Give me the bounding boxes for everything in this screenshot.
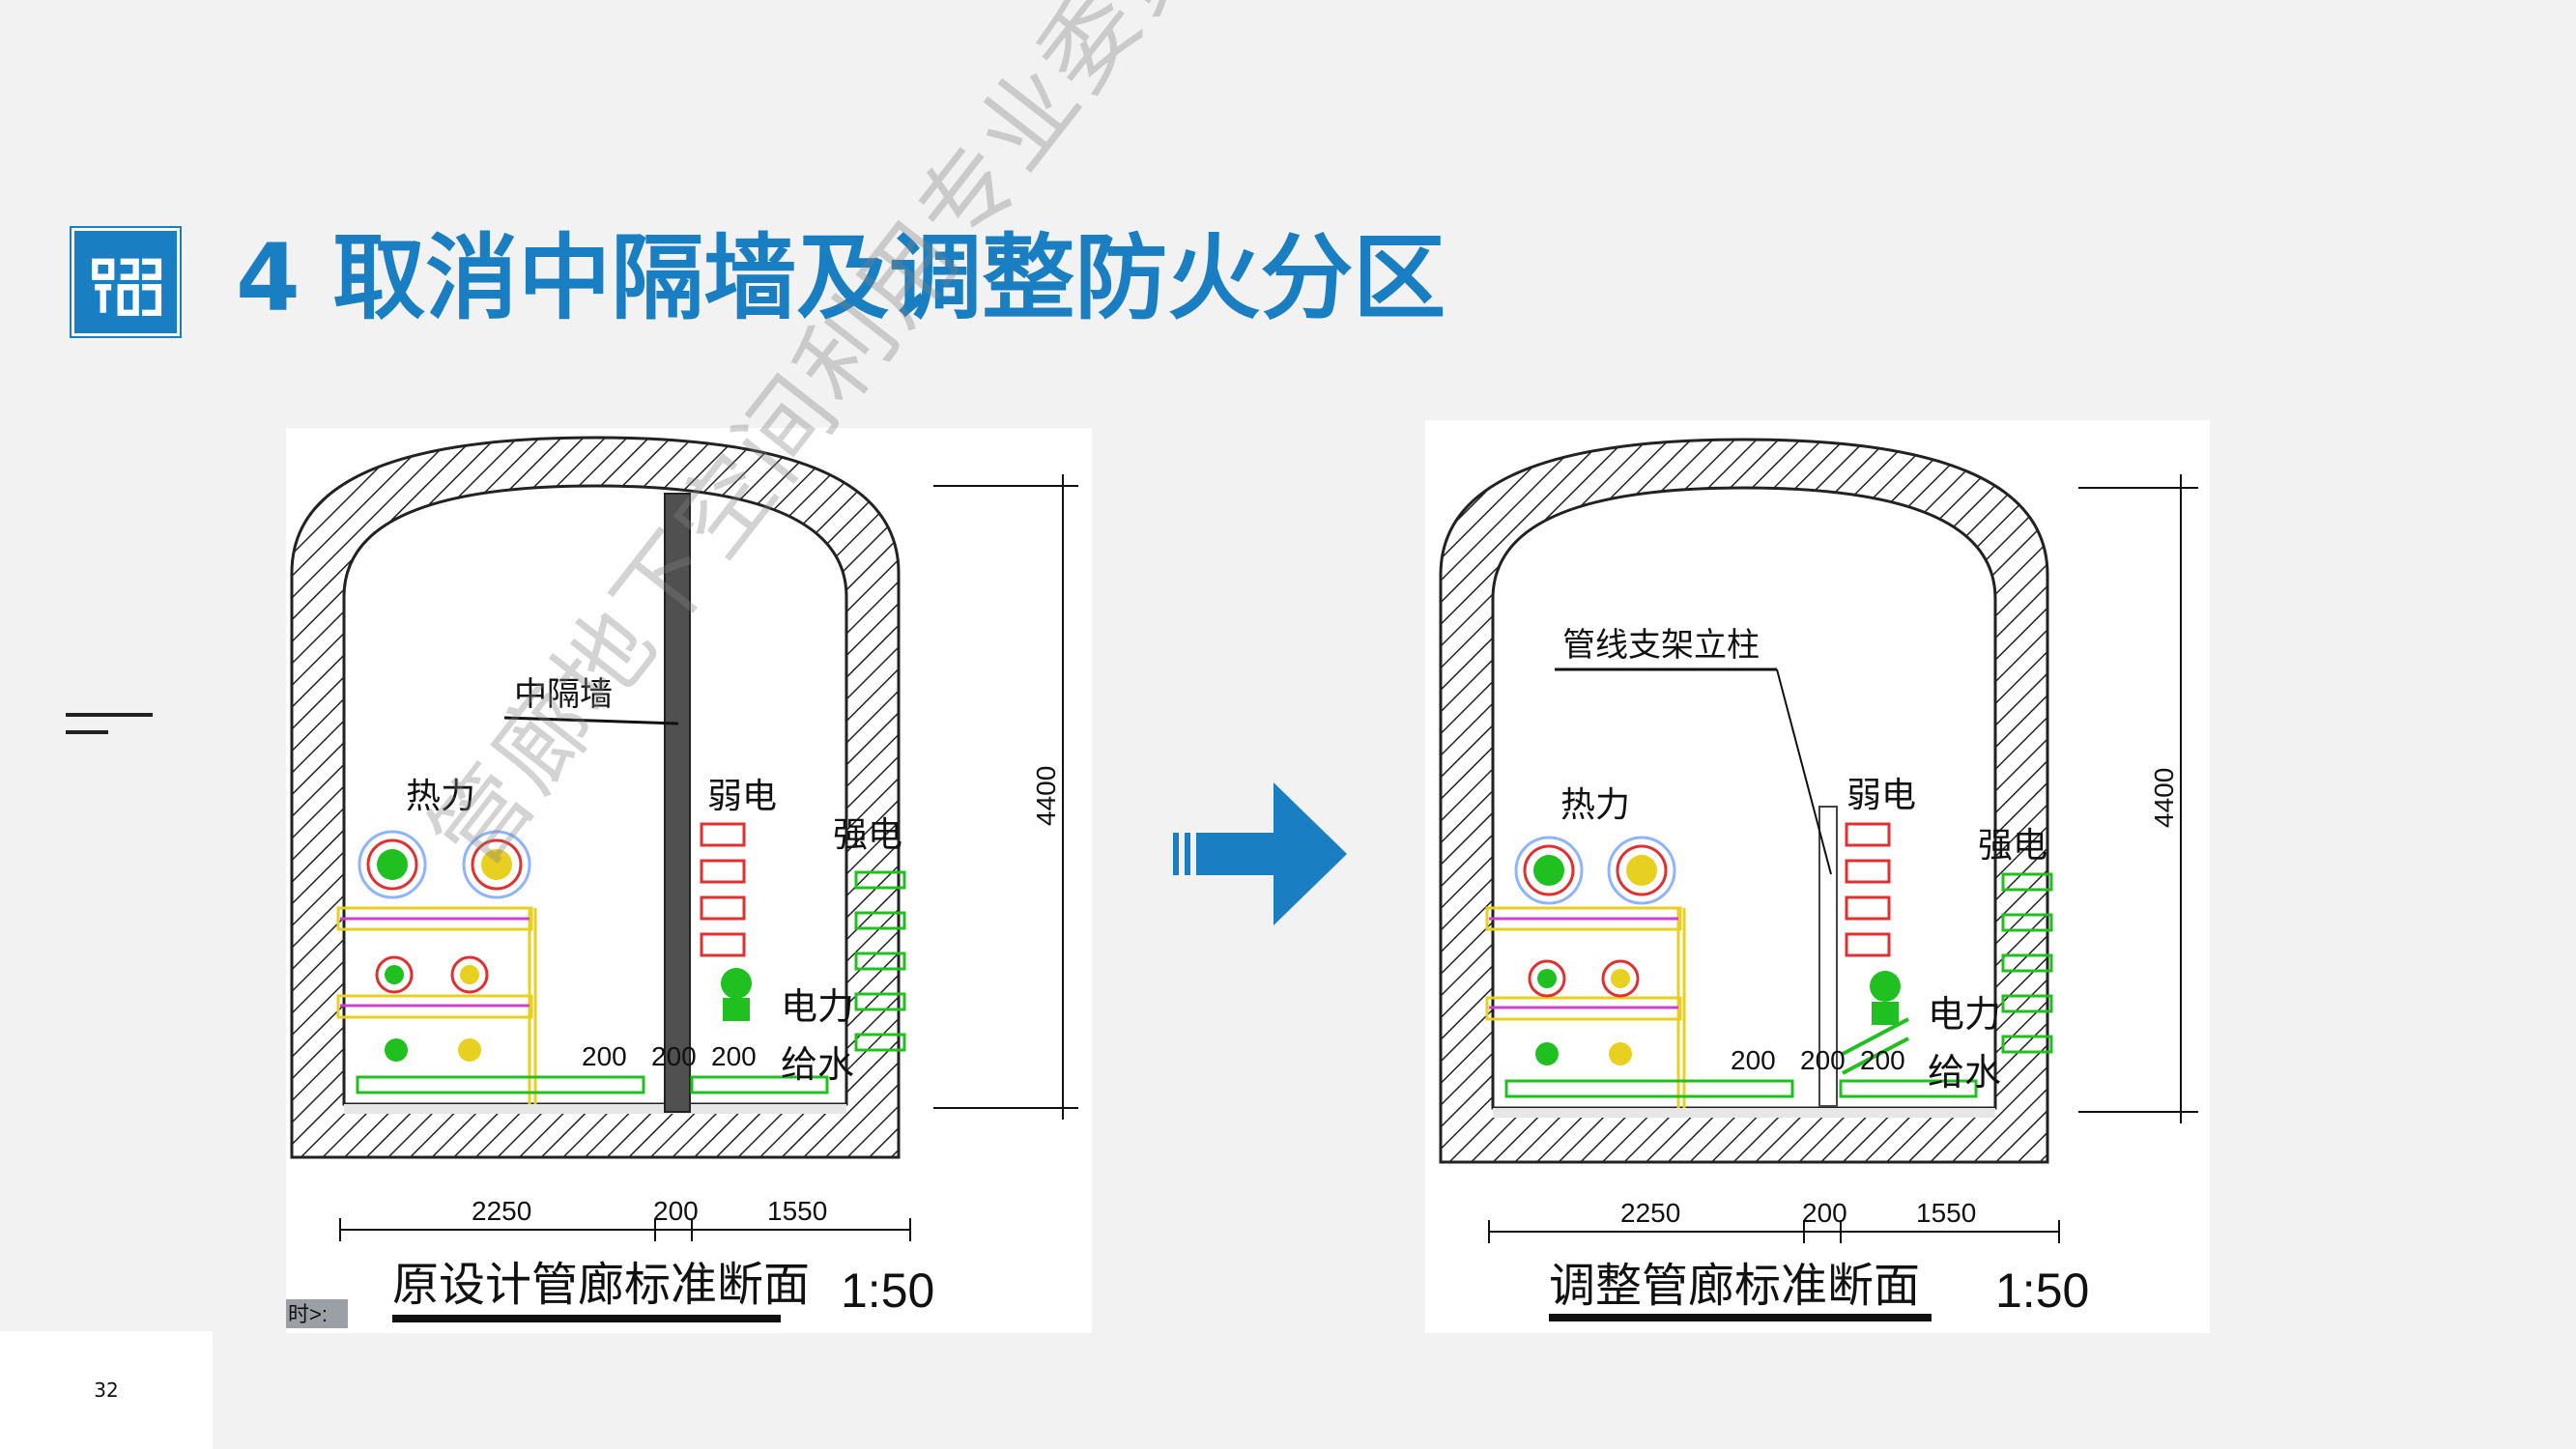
heat-label: 热力 xyxy=(406,777,475,816)
slide-title: 4 取消中隔墙及调整防火分区 xyxy=(236,224,1446,332)
svg-text:200: 200 xyxy=(711,1041,757,1071)
scale: 1:50 xyxy=(1995,1264,2089,1318)
water-label: 给水 xyxy=(781,1043,854,1086)
strong-power-label: 强电 xyxy=(833,815,902,855)
svg-text:200: 200 xyxy=(653,1196,699,1226)
arrow-right-icon xyxy=(1173,782,1347,925)
svg-text:200: 200 xyxy=(1800,1045,1846,1075)
power-label: 电力 xyxy=(781,985,854,1028)
company-logo xyxy=(72,228,180,336)
weak-power-trays xyxy=(700,822,746,957)
original-section-drawing: 中隔墙 热力 xyxy=(286,428,1092,1333)
svg-text:200: 200 xyxy=(651,1041,697,1071)
support-label: 管线支架立柱 xyxy=(1562,626,1760,665)
strong-power-label: 强电 xyxy=(1978,826,2047,866)
strong-power-trays xyxy=(2001,872,2053,1054)
svg-text:2250: 2250 xyxy=(472,1196,531,1226)
page-number: 32 xyxy=(94,1378,119,1402)
page-number-box: 32 xyxy=(0,1331,213,1449)
weak-power-label: 弱电 xyxy=(1846,776,1916,815)
decorative-dash xyxy=(66,713,153,717)
svg-text:2250: 2250 xyxy=(1620,1198,1680,1228)
svg-text:200: 200 xyxy=(1860,1045,1905,1075)
svg-text:1550: 1550 xyxy=(767,1196,827,1226)
strong-power-trays xyxy=(854,870,906,1052)
svg-text:1550: 1550 xyxy=(1916,1198,1976,1228)
heat-label: 热力 xyxy=(1560,785,1630,825)
weak-power-label: 弱电 xyxy=(707,777,777,816)
svg-text:200: 200 xyxy=(582,1041,627,1071)
scale: 1:50 xyxy=(841,1264,934,1318)
adjusted-section-drawing: 管线支架立柱 热力 xyxy=(1425,420,2210,1333)
tunnel-lining xyxy=(1439,438,2049,1164)
weak-power-trays xyxy=(1845,822,1891,957)
water-label: 给水 xyxy=(1928,1051,2001,1094)
height-dim: 4400 xyxy=(2149,768,2179,828)
heat-pipe-icon xyxy=(1514,836,1676,1065)
support-column xyxy=(1818,806,1838,1107)
caption: 调整管廊标准断面 xyxy=(1549,1259,1920,1313)
tunnel-lining xyxy=(290,436,901,1159)
middle-wall xyxy=(664,493,691,1113)
caption: 原设计管廊标准断面 xyxy=(392,1258,810,1312)
power-label: 电力 xyxy=(1928,993,2001,1036)
cad-prompt: 时>: xyxy=(288,1302,328,1326)
decorative-dash xyxy=(66,730,108,734)
svg-text:200: 200 xyxy=(1802,1198,1847,1228)
heat-pipe-icon xyxy=(358,830,531,1062)
height-dim: 4400 xyxy=(1031,766,1061,826)
svg-text:200: 200 xyxy=(1731,1045,1776,1075)
mid-wall-label: 中隔墙 xyxy=(514,675,613,714)
